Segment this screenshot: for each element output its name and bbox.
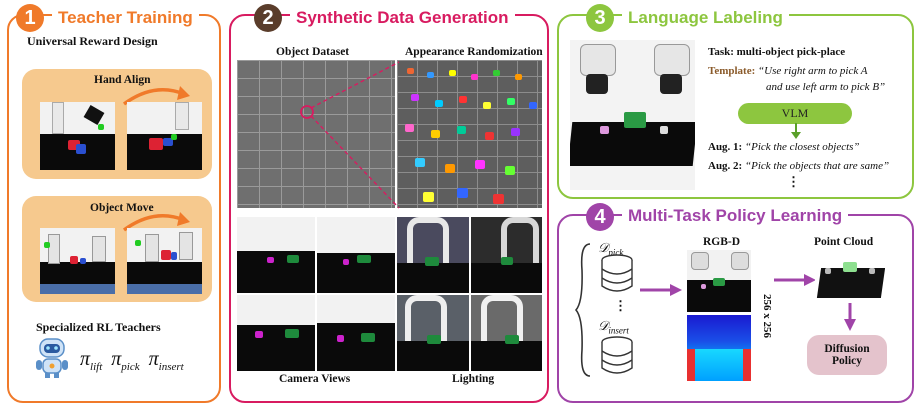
- hand-align-scene-after: [127, 102, 202, 170]
- step-3-badge: 3: [586, 4, 614, 32]
- aug-1-line: Aug. 1: “Pick the closest objects”: [708, 141, 860, 153]
- reward-design-subtitle: Universal Reward Design: [27, 34, 158, 48]
- pointcloud-to-policy-arrow-icon: [844, 303, 856, 331]
- robot-teacher-icon: [36, 338, 68, 378]
- task-line: Task: multi-object pick-place: [708, 46, 846, 58]
- diffusion-label: Diffusion: [824, 343, 870, 355]
- policy-label: Policy: [831, 355, 863, 367]
- appearance-randomization-caption: Appearance Randomization: [405, 46, 543, 58]
- teacher-policies: πlift πpick πinsert: [80, 348, 184, 373]
- step-2-badge: 2: [254, 4, 282, 32]
- depth-image: [687, 315, 751, 381]
- vlm-arrow-icon: [791, 123, 801, 139]
- language-scene-image: [570, 40, 695, 190]
- template-line-2: and use left arm to pick B”: [766, 81, 886, 93]
- object-dataset-image: [237, 60, 395, 208]
- synthetic-data-title: Synthetic Data Generation: [290, 8, 515, 28]
- hand-align-label: Hand Align: [94, 74, 151, 86]
- database-insert-icon: [601, 336, 633, 374]
- hand-align-scene-before: [40, 102, 115, 170]
- vlm-label: VLM: [781, 106, 809, 120]
- object-move-label: Object Move: [90, 202, 154, 214]
- dataset-vdots: ⋮: [614, 298, 627, 313]
- lighting-caption: Lighting: [452, 373, 495, 385]
- diffusion-policy-box: Diffusion Policy: [807, 335, 887, 375]
- rgb-image: [687, 250, 751, 312]
- specialized-teachers-label: Specialized RL Teachers: [36, 320, 161, 334]
- dataset-brace-icon: [574, 243, 591, 377]
- point-cloud-label: Point Cloud: [814, 236, 874, 248]
- camera-views-caption: Camera Views: [279, 373, 351, 385]
- policy-learning-title: Multi-Task Policy Learning: [622, 206, 849, 226]
- template-line-1: Template: “Use right arm to pick A: [708, 65, 868, 77]
- dataset-pick-label: 𝒟pick: [598, 240, 624, 258]
- pi-insert: πinsert: [148, 348, 184, 373]
- object-move-arrow-icon: [122, 212, 190, 232]
- pi-pick: πpick: [111, 348, 140, 373]
- dataset-insert-label: 𝒟insert: [598, 318, 629, 336]
- appearance-randomization-image: [397, 60, 542, 208]
- hand-align-arrow-icon: [122, 86, 190, 106]
- object-dataset-caption: Object Dataset: [276, 46, 350, 58]
- rgbd-to-pointcloud-arrow-icon: [774, 274, 816, 286]
- teacher-training-title: Teacher Training: [52, 8, 199, 28]
- object-move-scene-before: [40, 228, 115, 294]
- database-pick-icon: [601, 254, 633, 292]
- point-cloud-image: [815, 254, 885, 300]
- object-move-scene-after: [127, 228, 202, 294]
- resolution-label: 256 x 256: [761, 294, 773, 338]
- rgbd-label: RGB-D: [703, 236, 741, 248]
- pi-lift: πlift: [80, 348, 103, 373]
- zoom-indicator-icon: [300, 61, 400, 209]
- more-augmentations-ellipsis: ⋮: [787, 174, 800, 189]
- vlm-box: VLM: [738, 103, 852, 124]
- step-1-badge: 1: [16, 4, 44, 32]
- aug-2-line: Aug. 2: “Pick the objects that are same”: [708, 160, 890, 172]
- camera-views-grid: [237, 217, 395, 371]
- dataset-to-rgbd-arrow-icon: [640, 284, 682, 296]
- step-4-badge: 4: [586, 203, 614, 231]
- lighting-grid: [397, 217, 542, 371]
- language-labeling-title: Language Labeling: [622, 8, 789, 28]
